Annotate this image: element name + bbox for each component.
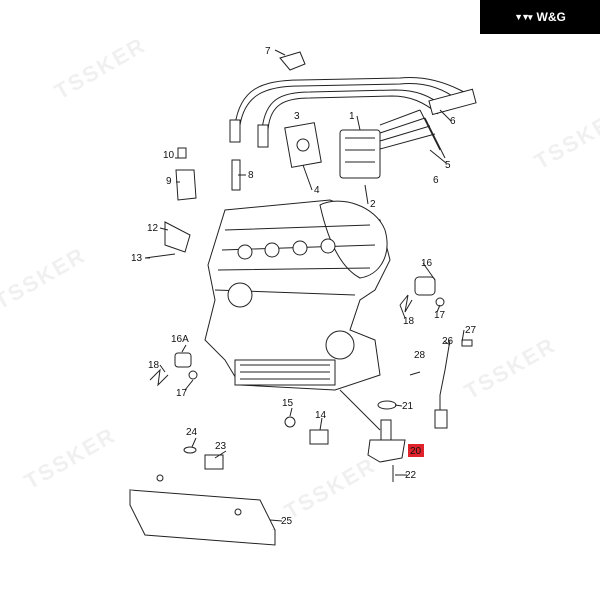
- highlight-marker: [408, 444, 424, 457]
- part-label: 4: [314, 185, 320, 196]
- part-label: 12: [147, 223, 159, 234]
- watermark: TSSKER: [460, 332, 560, 404]
- part-label: 25: [281, 516, 293, 527]
- engine-block: [204, 199, 391, 431]
- part-label: 23: [215, 441, 227, 452]
- part-label: 7: [265, 46, 271, 57]
- part-label: 1: [349, 111, 355, 122]
- part-label: 14: [315, 410, 327, 421]
- ignition-cables: [229, 77, 477, 159]
- part-label: 18: [403, 316, 415, 327]
- brand-logo: ▼▼▾ W&G: [480, 0, 600, 34]
- left-lower-parts: [129, 352, 329, 546]
- part-label: 28: [414, 350, 426, 361]
- part-label: 18: [148, 360, 160, 371]
- part-label: 24: [186, 427, 198, 438]
- part-label: 10: [163, 150, 175, 161]
- part-label: 17: [176, 388, 188, 399]
- ignition-coil-pack: [279, 51, 381, 179]
- part-label: 15: [282, 398, 294, 409]
- part-label: 8: [248, 170, 254, 181]
- oil-level-sensor: [367, 400, 406, 482]
- wing-chevrons-icon: ▼▼▾: [514, 11, 532, 22]
- part-label: 5: [445, 160, 451, 171]
- part-label: 16A: [171, 334, 189, 345]
- watermark: TSSKER: [0, 242, 90, 314]
- watermark: TSSKER: [280, 452, 380, 524]
- part-label: 17: [434, 310, 446, 321]
- leader-lines: [145, 49, 465, 522]
- part-label: 27: [465, 325, 477, 336]
- part-label: 26: [442, 336, 454, 347]
- part-label: 13: [131, 253, 143, 264]
- part-label: 3: [294, 111, 300, 122]
- part-label: 2: [370, 199, 376, 210]
- part-labels: 7 1 3 6 5 6 10 9 8 4 2 12 13 16 17 18 16…: [131, 46, 477, 527]
- watermark: TSSKER: [530, 102, 600, 174]
- part-label: 6: [433, 175, 439, 186]
- watermark: TSSKER: [50, 32, 150, 104]
- part-label: 21: [402, 401, 414, 412]
- part-label: 9: [166, 176, 172, 187]
- brand-name: W&G: [536, 10, 566, 24]
- part-label: 22: [405, 470, 417, 481]
- part-label: 6: [450, 116, 456, 127]
- watermark: TSSKER: [20, 422, 120, 494]
- spark-plug-and-sensors: [144, 147, 241, 259]
- part-label: 16: [421, 258, 433, 269]
- right-side-parts: [399, 276, 473, 429]
- part-label-highlighted: 20: [410, 446, 422, 457]
